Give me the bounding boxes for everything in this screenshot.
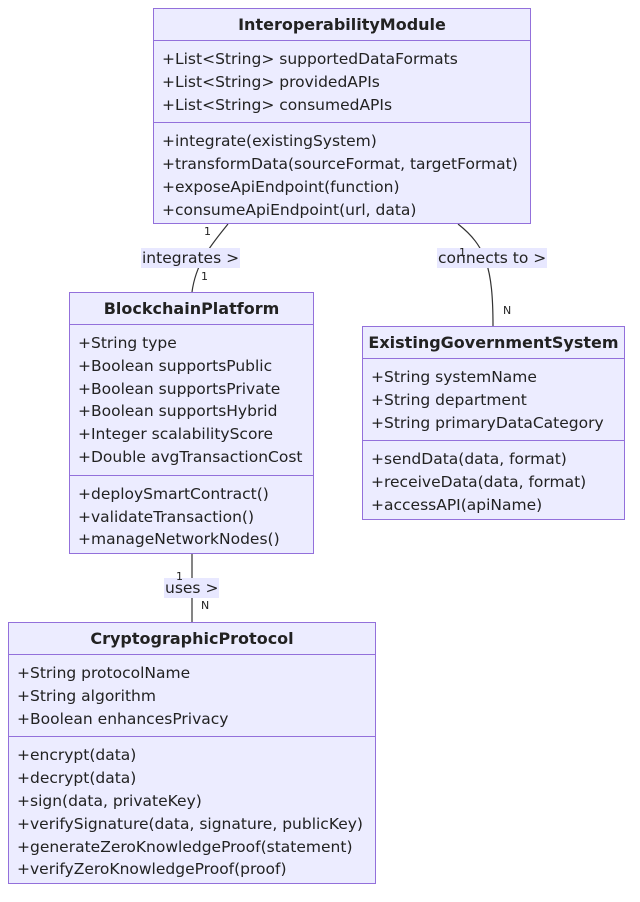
attribute: +Boolean supportsHybrid bbox=[78, 402, 278, 421]
class-cryptographic-protocol[interactable]: CryptographicProtocol +String protocolNa… bbox=[8, 622, 376, 884]
edge-label-integrates: integrates > bbox=[141, 248, 241, 268]
attribute: +String type bbox=[78, 334, 177, 352]
attribute: +Double avgTransactionCost bbox=[78, 447, 303, 466]
class-attributes: +String type +Boolean supportsPublic +Bo… bbox=[70, 325, 313, 475]
class-methods: +integrate(existingSystem) +transformDat… bbox=[154, 122, 530, 227]
method: +consumeApiEndpoint(url, data) bbox=[162, 200, 417, 219]
method: +receiveData(data, format) bbox=[371, 473, 587, 492]
cardinality-connects-to: N bbox=[503, 304, 512, 317]
method: +manageNetworkNodes() bbox=[78, 530, 280, 549]
class-methods: +sendData(data, format) +receiveData(dat… bbox=[363, 440, 624, 522]
method: +encrypt(data) bbox=[17, 746, 137, 765]
attribute: +String systemName bbox=[371, 368, 537, 386]
method: +validateTransaction() bbox=[78, 507, 254, 526]
edge-connects bbox=[457, 223, 494, 327]
cardinality-integrates-from: 1 bbox=[204, 225, 211, 238]
cardinality-uses-to: N bbox=[201, 599, 210, 612]
method: +exposeApiEndpoint(function) bbox=[162, 177, 400, 196]
method: +deploySmartContract() bbox=[78, 484, 269, 503]
class-title: ExistingGovernmentSystem bbox=[363, 327, 624, 359]
method: +sendData(data, format) bbox=[371, 450, 567, 469]
class-title: CryptographicProtocol bbox=[9, 623, 375, 655]
method: +accessAPI(apiName) bbox=[371, 495, 543, 514]
class-methods: +encrypt(data) +decrypt(data) +sign(data… bbox=[9, 736, 375, 887]
class-attributes: +String protocolName +String algorithm +… bbox=[9, 655, 375, 736]
attribute: +Boolean supportsPrivate bbox=[78, 379, 281, 398]
attribute: +List<String> supportedDataFormats bbox=[162, 50, 458, 68]
method: +transformData(sourceFormat, targetForma… bbox=[162, 155, 518, 174]
edge-label-uses: uses > bbox=[164, 578, 220, 598]
attribute: +String protocolName bbox=[17, 664, 191, 682]
method: +verifyZeroKnowledgeProof(proof) bbox=[17, 860, 287, 879]
cardinality-integrates-to: 1 bbox=[201, 270, 208, 283]
class-blockchain-platform[interactable]: BlockchainPlatform +String type +Boolean… bbox=[69, 292, 314, 554]
cardinality-uses-from: 1 bbox=[176, 570, 183, 583]
attribute: +Boolean supportsPublic bbox=[78, 356, 273, 375]
class-methods: +deploySmartContract() +validateTransact… bbox=[70, 474, 313, 557]
class-title: InteroperabilityModule bbox=[154, 9, 530, 41]
method: +decrypt(data) bbox=[17, 769, 137, 788]
class-attributes: +List<String> supportedDataFormats +List… bbox=[154, 41, 530, 122]
attribute: +String department bbox=[371, 390, 527, 409]
class-attributes: +String systemName +String department +S… bbox=[363, 359, 624, 440]
method: +sign(data, privateKey) bbox=[17, 791, 202, 810]
attribute: +String primaryDataCategory bbox=[371, 413, 604, 432]
cardinality-connects-from: 1 bbox=[459, 246, 466, 259]
attribute: +Boolean enhancesPrivacy bbox=[17, 709, 229, 728]
method: +generateZeroKnowledgeProof(statement) bbox=[17, 837, 353, 856]
method: +verifySignature(data, signature, public… bbox=[17, 814, 363, 833]
attribute: +String algorithm bbox=[17, 686, 156, 705]
class-interoperability-module[interactable]: InteroperabilityModule +List<String> sup… bbox=[153, 8, 531, 224]
attribute: +List<String> providedAPIs bbox=[162, 72, 380, 91]
method: +integrate(existingSystem) bbox=[162, 132, 377, 151]
attribute: +List<String> consumedAPIs bbox=[162, 95, 393, 114]
edge-label-connects: connects to > bbox=[437, 248, 548, 268]
class-existing-government-system[interactable]: ExistingGovernmentSystem +String systemN… bbox=[362, 326, 625, 520]
class-title: BlockchainPlatform bbox=[70, 293, 313, 325]
attribute: +Integer scalabilityScore bbox=[78, 425, 273, 444]
